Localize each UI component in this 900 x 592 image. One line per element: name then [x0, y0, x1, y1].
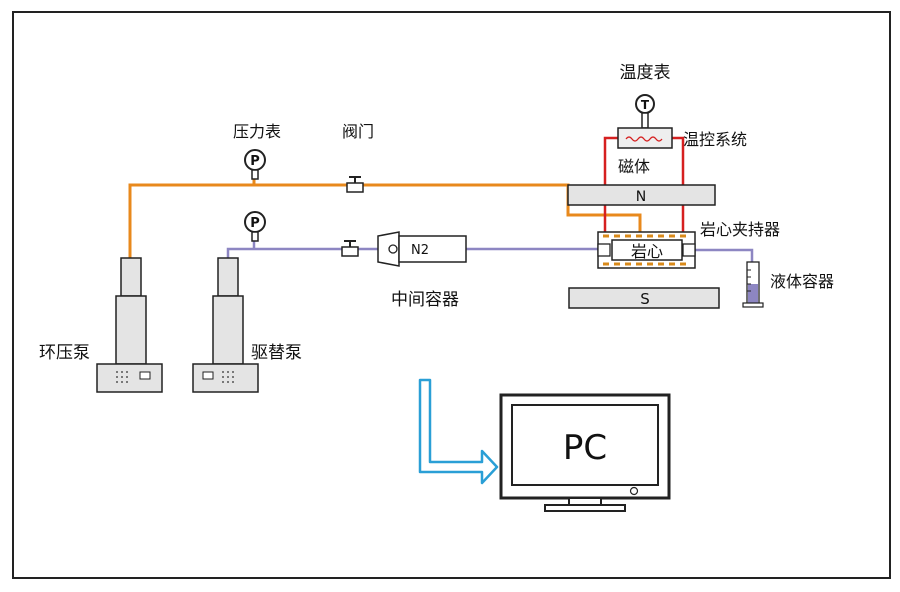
thermometer-label: 温度表	[620, 63, 671, 83]
pressure-gauge-bottom: P	[244, 211, 266, 242]
confining-pressure-pump	[96, 257, 163, 393]
thermometer: T	[635, 94, 655, 129]
liquid-container	[742, 261, 764, 308]
valve-label: 阀门	[342, 122, 374, 141]
liquid-container-label: 液体容器	[770, 272, 834, 291]
magnet-north: N	[567, 184, 716, 206]
magnet-label: 磁体	[618, 157, 650, 176]
displacement-pump-label: 驱替泵	[251, 343, 302, 363]
pc-monitor: PC	[499, 393, 671, 512]
thermo-symbol: T	[641, 98, 650, 112]
displacement-pump	[192, 257, 259, 393]
pc-label: PC	[563, 428, 607, 468]
n2-label: N2	[411, 243, 429, 258]
pressure-gauge-top: P	[244, 149, 266, 180]
temp-control-box	[617, 127, 673, 149]
core-holder: 岩心	[597, 231, 696, 269]
magnet-south: S	[568, 287, 720, 309]
temp-control-label: 温控系统	[683, 130, 747, 149]
diagram-frame	[12, 11, 891, 579]
intermediate-container: N2	[377, 231, 467, 267]
pressure-gauge-label: 压力表	[233, 122, 281, 141]
gauge-symbol: P	[250, 216, 260, 231]
south-pole-label: S	[640, 290, 650, 308]
valve-top	[346, 176, 364, 193]
data-arrow	[418, 378, 499, 485]
core-holder-label: 岩心夹持器	[700, 220, 780, 239]
valve-bottom	[341, 240, 359, 257]
confining-pump-label: 环压泵	[39, 343, 90, 363]
intermediate-container-label: 中间容器	[391, 290, 459, 310]
gauge-symbol: P	[250, 154, 260, 169]
north-pole-label: N	[636, 189, 646, 205]
core-label: 岩心	[631, 242, 663, 261]
